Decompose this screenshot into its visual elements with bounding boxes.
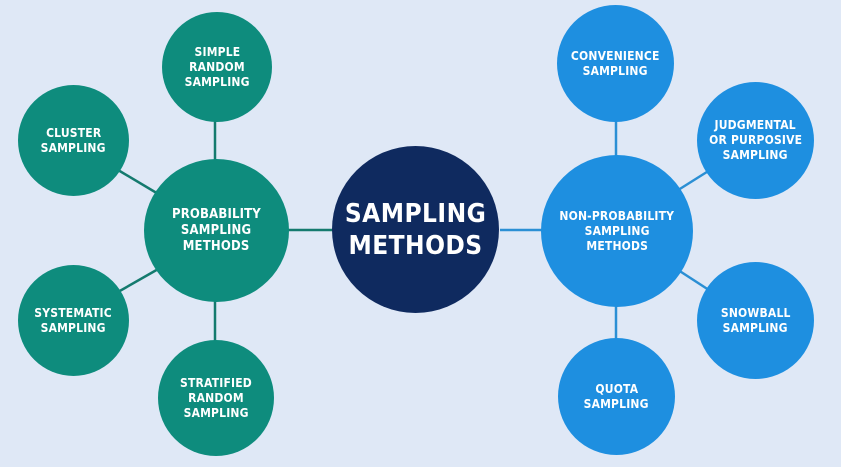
link-probability-systematic	[117, 266, 161, 294]
node-label-line: STRATIFIED	[180, 375, 252, 390]
node-systematic-sampling: SYSTEMATIC SAMPLING	[18, 265, 129, 376]
node-label-line: SAMPLING	[184, 74, 250, 89]
node-label-line: SAMPLING	[582, 63, 649, 78]
node-label-line: PROBABILITY	[171, 206, 262, 222]
node-label-line: OR PURPOSIVE	[708, 133, 803, 147]
node-label-line: SIMPLE	[194, 44, 240, 59]
node-label-line: SAMPLING	[583, 396, 650, 411]
node-non-probability-sampling-methods: NON-PROBABILITY SAMPLING METHODS	[541, 155, 693, 307]
node-convenience-sampling: CONVENIENCE SAMPLING	[557, 5, 674, 122]
node-judgmental-or-purposive-sampling: JUDGMENTAL OR PURPOSIVE SAMPLING	[697, 82, 814, 199]
node-label-line: SAMPLING	[722, 148, 789, 162]
node-label-line: SNOWBALL	[720, 305, 791, 320]
node-label-line: SAMPLING	[40, 320, 107, 335]
node-label-line: SAMPLING	[181, 222, 252, 238]
link-non-probability-judgmental	[674, 168, 711, 194]
node-label-line: NON-PROBABILITY	[559, 208, 675, 223]
node-label-line: SYSTEMATIC	[34, 305, 113, 320]
node-simple-random-sampling: SIMPLE RANDOM SAMPLING	[162, 12, 272, 122]
node-label-line: SAMPLING	[40, 140, 107, 155]
node-label-line: JUDGMENTAL	[714, 118, 797, 132]
node-cluster-sampling: CLUSTER SAMPLING	[18, 85, 129, 196]
node-label-line: SAMPLING	[722, 320, 789, 335]
node-label-line: RANDOM	[188, 390, 244, 405]
node-snowball-sampling: SNOWBALL SAMPLING	[697, 262, 814, 379]
node-label-line: SAMPLING	[344, 198, 487, 229]
node-label-line: SAMPLING	[183, 405, 249, 420]
node-label-line: CLUSTER	[45, 125, 102, 140]
node-probability-sampling-methods: PROBABILITY SAMPLING METHODS	[144, 159, 289, 302]
node-label-line: CONVENIENCE	[571, 48, 660, 63]
node-quota-sampling: QUOTA SAMPLING	[558, 338, 675, 455]
node-label-line: METHODS	[348, 230, 483, 261]
node-label-line: QUOTA	[595, 381, 638, 396]
node-label-line: RANDOM	[189, 59, 245, 74]
link-probability-cluster	[117, 168, 161, 197]
node-sampling-methods: SAMPLING METHODS	[332, 146, 499, 313]
node-label-line: SAMPLING	[584, 223, 650, 238]
node-stratified-random-sampling: STRATIFIED RANDOM SAMPLING	[158, 340, 274, 456]
node-label-line: METHODS	[183, 238, 250, 254]
node-label-line: METHODS	[586, 238, 648, 253]
